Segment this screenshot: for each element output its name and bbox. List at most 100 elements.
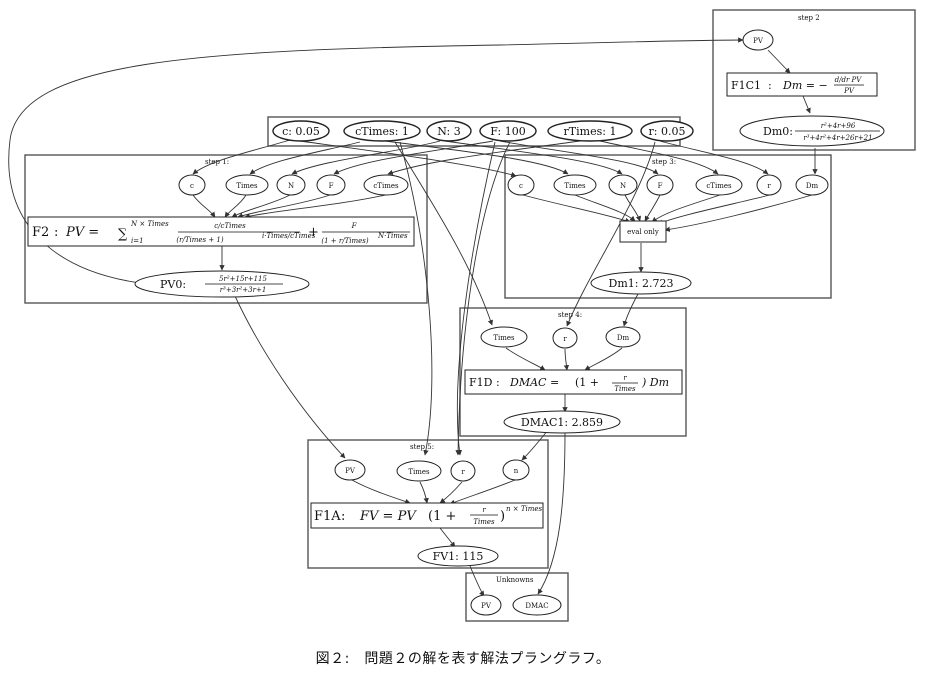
step1-var-c-label: c	[190, 182, 194, 190]
step3-var-n	[608, 174, 638, 196]
step4-var-times	[480, 326, 528, 348]
step5-formula-lhs: FV = PV	[359, 509, 417, 524]
step4-formula-num: r	[623, 374, 627, 382]
step5-formula-name: F1A	[314, 509, 341, 524]
step4-nodes: Times r Dm F1D : DMAC = (1 + r Times ) D…	[464, 326, 683, 434]
unknown-pv-label: PV	[481, 602, 492, 610]
step4-formula-lhs: DMAC =	[509, 376, 559, 389]
step2-var-pv	[742, 29, 774, 51]
input-r-node	[640, 120, 694, 142]
step5-nodes: PV Times r n F1A : FV = PV (1 + r Times …	[310, 459, 544, 567]
step2-result-den: r³+4r²+4r+26r+21	[803, 134, 872, 142]
step3-var-c-label: c	[519, 182, 523, 190]
step4-formula-box	[464, 369, 683, 395]
step3-result-dm1	[590, 271, 692, 295]
input-f-node	[479, 120, 537, 142]
step5-var-n-label: n	[514, 467, 519, 475]
input-f-label: F: 100	[490, 125, 525, 138]
step5-var-r-label: r	[461, 468, 465, 476]
step1-result-name: PV0:	[160, 278, 186, 291]
step1-formula-frac2-exp: N·Times	[377, 232, 408, 240]
step3-var-dm	[795, 174, 829, 196]
step3-result-label: Dm1: 2.723	[609, 277, 674, 290]
input-c-label: c: 0.05	[282, 125, 320, 138]
step3-nodes: c Times N F cTimes r Dm eval only Dm1: 2…	[507, 174, 829, 295]
step3-var-r-label: r	[767, 182, 771, 190]
input-n-label: N: 3	[437, 125, 460, 138]
step4-formula-den: Times	[614, 385, 636, 393]
step2-formula-den: PV	[843, 87, 855, 95]
step1-formula-plus: +	[308, 225, 319, 240]
step1-formula-lhs: PV =	[65, 225, 99, 240]
input-times-node	[547, 120, 633, 142]
unknowns-nodes: PV DMAC	[470, 594, 562, 616]
step4-result-dmac1	[503, 410, 621, 434]
step3-var-n-label: N	[620, 182, 626, 190]
step2-formula-name: F1C1	[731, 79, 761, 92]
step5-var-pv-label: PV	[345, 467, 356, 475]
step5-var-r	[450, 460, 476, 482]
step1-formula-frac1-exp: i·Times/cTimes	[262, 232, 316, 240]
step1-formula-name: F2	[32, 225, 49, 240]
step4-formula-paren: (1 +	[575, 376, 599, 389]
step1-formula-frac2-den: (1 + r/Times)	[321, 237, 368, 245]
step2-formula-lhs: Dm = −	[782, 79, 828, 92]
step1-var-f	[316, 174, 346, 196]
step2-nodes: PV F1C1 : Dm = − d/dr PV PV Dm0: r²+4r+9…	[726, 29, 885, 147]
step1-nodes: c Times N F cTimes F2 : PV = ∑ N × Times…	[27, 174, 415, 298]
svg-text::: :	[768, 79, 772, 92]
input-r-label: r: 0.05	[649, 125, 686, 138]
unknown-pv	[470, 594, 502, 616]
step1-var-ctimes-label: cTimes	[373, 182, 399, 190]
step2-result-name: Dm0:	[763, 125, 793, 138]
unknown-dmac-label: DMAC	[525, 602, 548, 610]
step3-eval-box	[619, 220, 667, 243]
figure-caption: 図２: 問題２の解を表す解法プラングラフ。	[315, 651, 611, 667]
step4-var-dm-label: Dm	[617, 334, 630, 342]
step3-var-f-label: F	[658, 182, 663, 190]
step4-result-label: DMAC1: 2.859	[521, 416, 603, 429]
step5-formula-num: r	[482, 506, 486, 514]
step2-formula-num: d/dr PV	[835, 76, 863, 84]
step1-var-ctimes	[363, 174, 409, 196]
step4-var-dm	[605, 326, 641, 348]
input-n-node	[426, 120, 472, 142]
step1-var-c	[178, 174, 206, 196]
step5-var-times-label: Times	[408, 468, 430, 476]
input-nodes: c: 0.05 cTimes: 1 N: 3 F: 100 rTimes: 1 …	[272, 120, 694, 142]
cluster-step5-label: step 5:	[410, 443, 434, 451]
step4-var-r	[552, 327, 578, 349]
step1-formula-box	[27, 216, 415, 247]
input-c-node	[272, 120, 330, 142]
step3-eval-label: eval only	[627, 228, 659, 236]
graph-edges	[8, 37, 818, 597]
step5-var-times	[396, 460, 442, 482]
step5-formula-paren: (1 +	[428, 509, 456, 524]
step1-formula-frac2-num: F	[351, 222, 358, 230]
unknown-dmac	[512, 594, 562, 616]
step1-var-n	[276, 174, 306, 196]
cluster-step3-label: step 3:	[652, 158, 676, 166]
step1-result-den: r³+3r²+3r+1	[220, 286, 267, 294]
step4-formula-name: F1D	[469, 376, 493, 389]
step3-var-r	[756, 174, 782, 196]
input-ctimes-label: cTimes: 1	[355, 125, 409, 138]
step5-result-label: FV1: 115	[433, 550, 484, 563]
step1-var-n-label: N	[288, 182, 294, 190]
step3-var-f	[646, 174, 674, 196]
step3-var-dm-label: Dm	[806, 182, 819, 190]
step5-var-pv	[334, 459, 366, 481]
step5-formula-close: )	[500, 509, 505, 524]
step5-formula-den: Times	[473, 518, 495, 526]
cluster-step4-label: step 4:	[558, 311, 582, 319]
svg-text::: :	[341, 509, 345, 524]
step2-result-num: r²+4r+96	[821, 122, 856, 130]
step1-formula-frac1-num: c/cTimes	[214, 222, 246, 230]
cluster-step2-label: step 2	[798, 14, 820, 22]
cluster-unknowns-label: Unknowns	[496, 576, 534, 584]
step1-formula-sum: ∑	[118, 227, 128, 242]
step4-var-r-label: r	[563, 335, 567, 343]
step3-var-times-label: Times	[564, 182, 586, 190]
